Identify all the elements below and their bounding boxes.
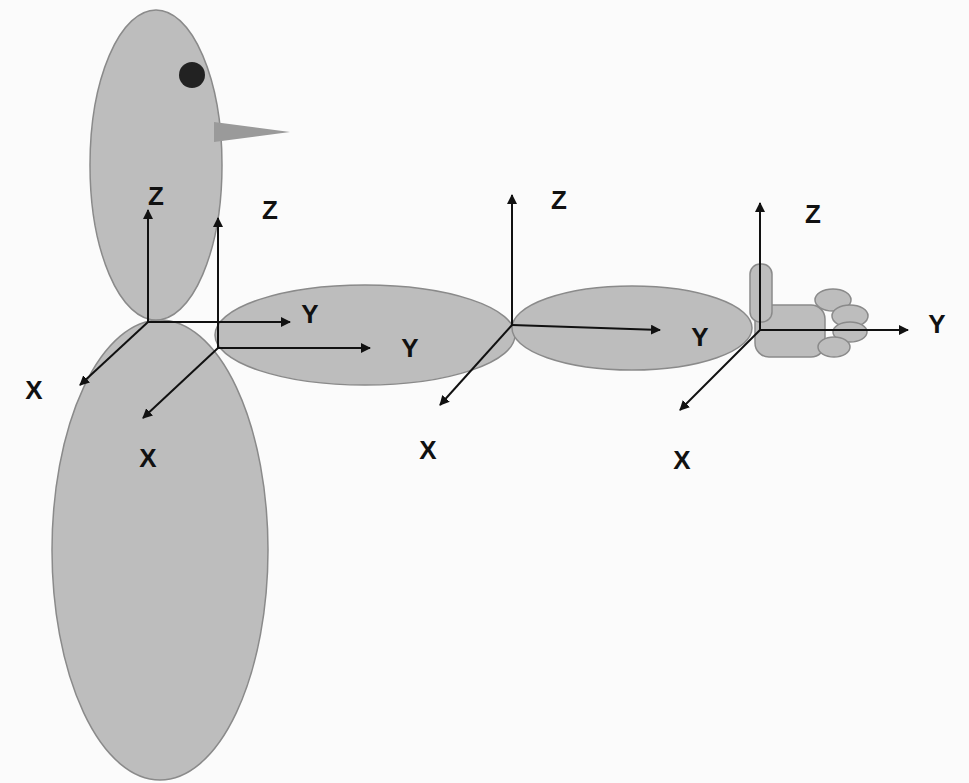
axis-label: Y [301,301,318,327]
axis-label: X [25,377,42,403]
forearm-ellipse [512,286,752,370]
axis-label: X [419,437,436,463]
z-axis [147,210,149,322]
axis-label: Z [551,187,567,213]
finger [818,337,850,357]
x-axis [440,325,512,405]
x-axis [80,322,148,385]
x-axis [143,348,218,418]
y-axis [218,347,370,349]
beak [214,122,290,142]
axis-label: Z [148,183,164,209]
y-axis [512,325,660,330]
torso-ellipse [52,320,268,780]
z-axis [759,203,761,330]
upper-arm-ellipse [215,285,515,385]
axis-label: Y [691,324,708,350]
axis-label: Z [262,197,278,223]
axis-label: X [673,447,690,473]
z-axis [217,218,219,348]
head-ellipse [90,10,222,320]
z-axis [511,195,513,325]
eye [179,62,205,88]
axis-label: Y [401,335,418,361]
axis-label: Z [805,201,821,227]
axis-label: X [139,445,156,471]
axis-label: Y [928,311,945,337]
y-axis [760,329,908,331]
